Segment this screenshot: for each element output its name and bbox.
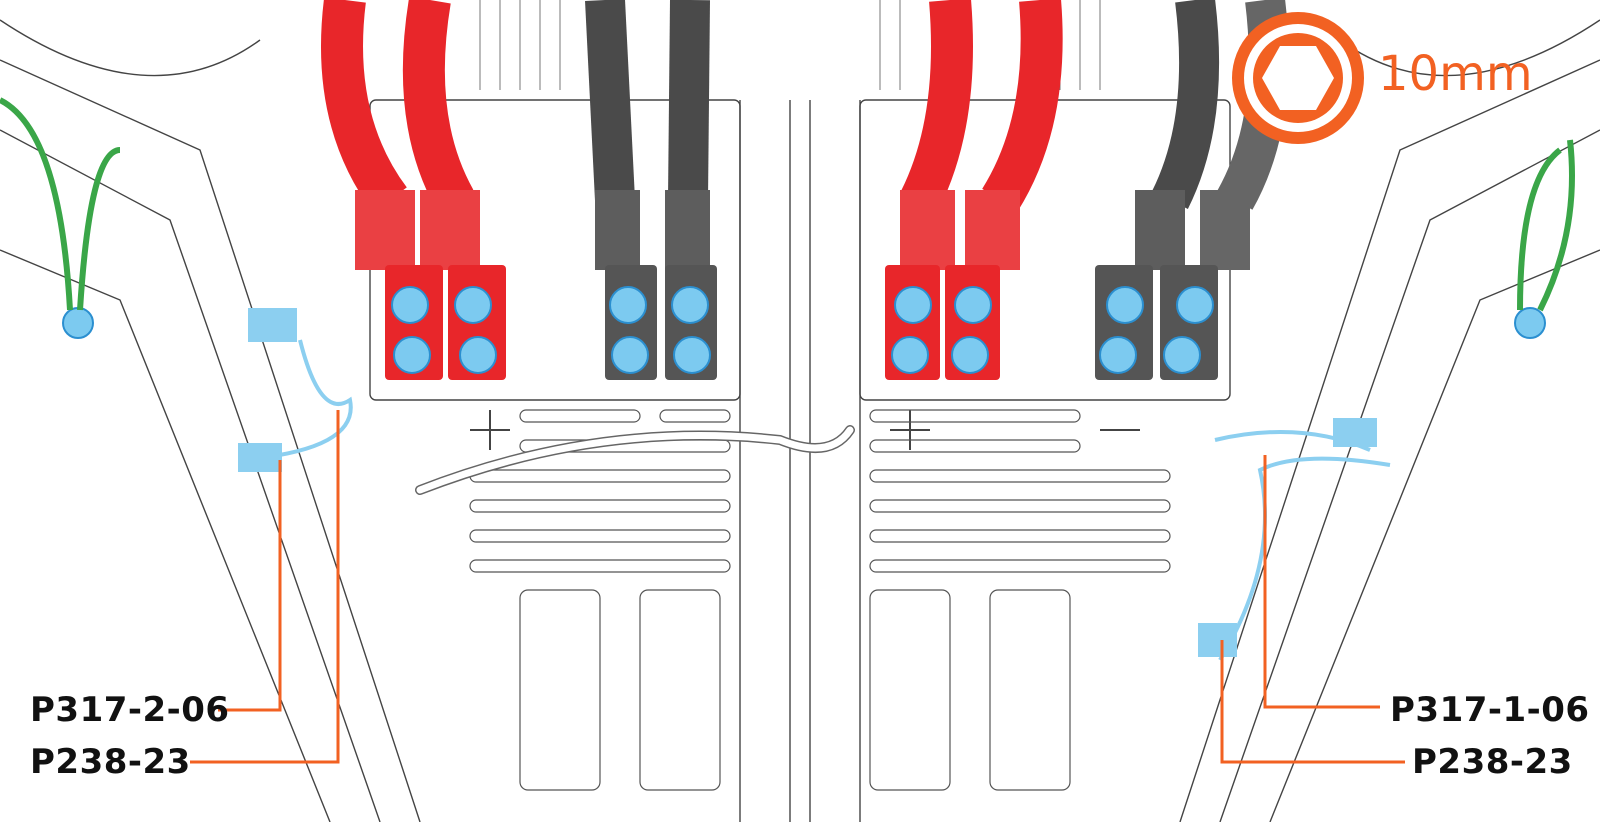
callout-left-top: P317-2-06 <box>30 690 230 730</box>
signal-wires <box>238 308 1391 662</box>
vent-slots <box>469 409 1171 791</box>
terminal-nuts <box>62 286 1546 374</box>
hex-socket-icon <box>1232 12 1364 144</box>
callout-right-top: P317-1-06 <box>1390 690 1590 730</box>
callout-left-bottom: P238-23 <box>30 742 191 782</box>
callout-right-bottom: P238-23 <box>1412 742 1573 782</box>
ground-wires <box>0 97 1575 312</box>
callout-leaders <box>190 410 1405 764</box>
tool-size-label: 10mm <box>1378 46 1533 102</box>
